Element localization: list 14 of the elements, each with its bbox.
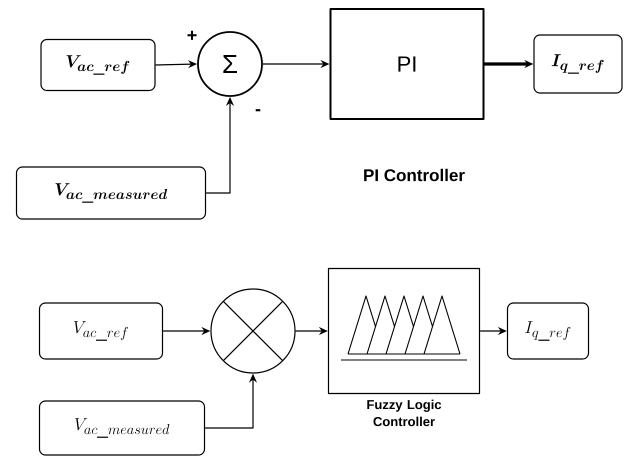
input-box: $V_{ac\_ref}$ (38, 302, 164, 360)
sign-label: + (188, 30, 197, 40)
input-box: $V_{ac\_measured}$ (38, 400, 206, 456)
sign-label: - (256, 109, 260, 112)
output-box: $I_{q\_ref}$ (506, 302, 590, 360)
controller-box: PI (330, 8, 484, 120)
input-box: $V_{ac\_ref}$ (40, 38, 156, 92)
controller-box: Fuzzy Logic Controller (328, 268, 480, 426)
caption: PI Controller (364, 168, 465, 182)
input-box: $V_{ac\_measured}$ (16, 166, 206, 220)
output-box: $I_{q\_ref}$ (533, 34, 623, 94)
summing-junction: Σ (197, 31, 263, 97)
multiplier-circle (210, 288, 296, 374)
node-label: Fuzzy Logic Controller (367, 400, 442, 426)
